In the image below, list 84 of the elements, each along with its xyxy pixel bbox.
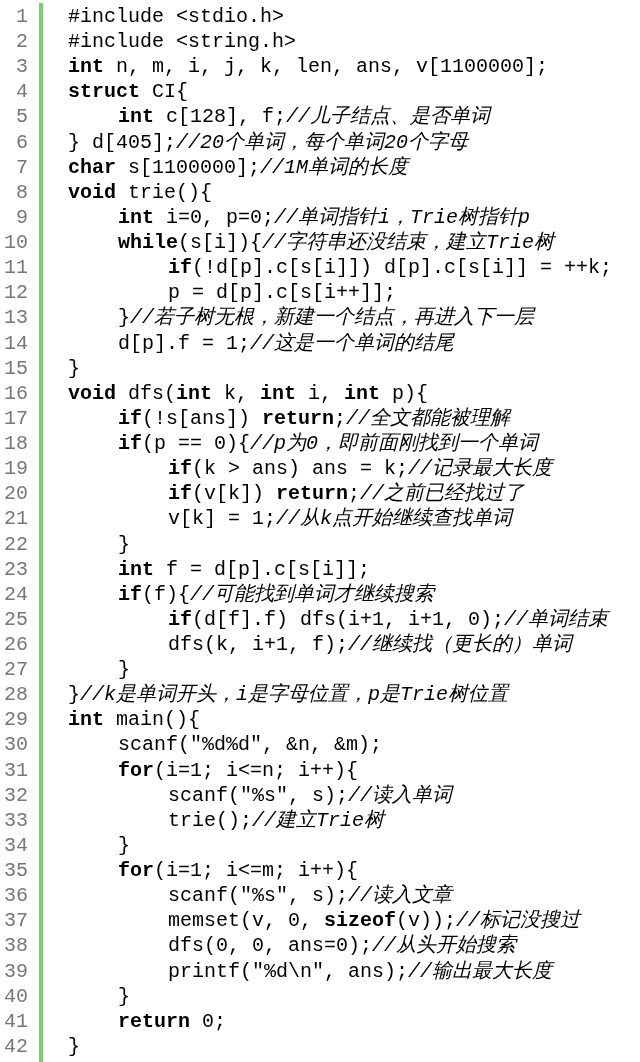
code-line: }//k是单词开头，i是字母位置，p是Trie树位置 — [68, 683, 509, 708]
code-line: } — [118, 658, 130, 683]
line-number: 6 — [15, 130, 28, 155]
line-number: 18 — [3, 432, 28, 457]
code-line: } — [68, 356, 80, 381]
line-number: 27 — [3, 658, 28, 683]
code-line: } — [118, 984, 130, 1009]
code-line: int n, m, i, j, k, len, ans, v[1100000]; — [68, 55, 549, 80]
line-number: 41 — [3, 1009, 28, 1034]
line-number: 22 — [3, 532, 28, 557]
line-number: 9 — [15, 205, 28, 230]
line-number: 11 — [3, 256, 28, 281]
code-line: #include <string.h> — [68, 30, 297, 55]
code-line: if(p == 0){//p为0，即前面刚找到一个单词 — [118, 432, 539, 457]
line-number: 17 — [3, 406, 28, 431]
code-line: int main(){ — [68, 708, 201, 733]
line-number: 2 — [15, 30, 28, 55]
line-number: 30 — [3, 733, 28, 758]
code-line: int f = d[p].c[s[i]]; — [118, 557, 371, 582]
line-number: 8 — [15, 180, 28, 205]
code-line: if(!s[ans]) return;//全文都能被理解 — [118, 406, 511, 431]
line-number: 3 — [15, 55, 28, 80]
line-number: 34 — [3, 833, 28, 858]
code-line: return 0; — [118, 1009, 227, 1034]
line-number: 10 — [3, 231, 28, 256]
code-line: scanf("%d%d", &n, &m); — [118, 733, 383, 758]
line-number: 33 — [3, 808, 28, 833]
line-number: 19 — [3, 457, 28, 482]
code-line: #include <stdio.h> — [68, 5, 285, 29]
code-line: v[k] = 1;//从k点开始继续查找单词 — [168, 507, 513, 532]
line-number: 24 — [3, 582, 28, 607]
line-number: 36 — [3, 884, 28, 909]
line-number: 7 — [15, 155, 28, 180]
code-line: if(!d[p].c[s[i]]) d[p].c[s[i]] = ++k; — [168, 256, 613, 281]
code-line: if(v[k]) return;//之前已经找过了 — [168, 482, 525, 507]
line-number: 42 — [3, 1034, 28, 1059]
line-number: 5 — [15, 105, 28, 130]
line-number: 28 — [3, 683, 28, 708]
line-number: 14 — [3, 331, 28, 356]
code-line: trie();//建立Trie树 — [168, 808, 385, 833]
line-number: 25 — [3, 607, 28, 632]
code-line: dfs(k, i+1, f);//继续找（更长的）单词 — [168, 633, 573, 657]
code-line: if(k > ans) ans = k;//记录最大长度 — [168, 457, 553, 482]
code-line: int c[128], f;//儿子结点、是否单词 — [118, 105, 491, 130]
code-line: d[p].f = 1;//这是一个单词的结尾 — [118, 331, 455, 356]
line-number: 4 — [15, 80, 28, 105]
line-number: 1 — [15, 5, 28, 29]
code-line: for(i=1; i<=n; i++){ — [118, 758, 359, 783]
line-number: 13 — [3, 306, 28, 331]
code-line: void dfs(int k, int i, int p){ — [68, 381, 429, 406]
line-number: 38 — [3, 934, 28, 959]
code-line: memset(v, 0, sizeof(v));//标记没搜过 — [168, 909, 581, 934]
code-line: dfs(0, 0, ans=0);//从头开始搜索 — [168, 934, 517, 959]
line-number: 16 — [3, 381, 28, 406]
code-line: if(f){//可能找到单词才继续搜索 — [118, 582, 435, 607]
line-number: 37 — [3, 909, 28, 934]
code-line: scanf("%s", s);//读入单词 — [168, 783, 453, 808]
code-line: void trie(){ — [68, 180, 213, 205]
line-number: 39 — [3, 959, 28, 984]
code-line: while(s[i]){//字符串还没结束，建立Trie树 — [118, 231, 555, 256]
line-number: 31 — [3, 758, 28, 783]
code-line: scanf("%s", s);//读入文章 — [168, 884, 453, 909]
line-number: 21 — [3, 507, 28, 532]
line-number: 29 — [3, 708, 28, 733]
line-number: 40 — [3, 984, 28, 1009]
line-number: 26 — [3, 633, 28, 657]
code-line: } d[405];//20个单词，每个单词20个字母 — [68, 130, 469, 155]
code-line: } — [118, 833, 130, 858]
code-line: }//若子树无根，新建一个结点，再进入下一层 — [118, 306, 535, 331]
code-line: char s[1100000];//1M单词的长度 — [68, 155, 409, 180]
code-line: } — [68, 1034, 80, 1059]
code-line: } — [118, 532, 130, 557]
code-line: int i=0, p=0;//单词指针i，Trie树指针p — [118, 205, 531, 230]
line-number: 35 — [3, 859, 28, 884]
code-line: p = d[p].c[s[i++]]; — [168, 281, 397, 306]
code-line: struct CI{ — [68, 80, 189, 105]
code-line: if(d[f].f) dfs(i+1, i+1, 0);//单词结束 — [168, 607, 609, 632]
line-number: 32 — [3, 783, 28, 808]
code-line: printf("%d\n", ans);//输出最大长度 — [168, 959, 553, 984]
line-number: 15 — [3, 356, 28, 381]
code-line: for(i=1; i<=m; i++){ — [118, 859, 359, 884]
line-number: 23 — [3, 557, 28, 582]
line-number: 12 — [3, 281, 28, 306]
line-number: 20 — [3, 482, 28, 507]
